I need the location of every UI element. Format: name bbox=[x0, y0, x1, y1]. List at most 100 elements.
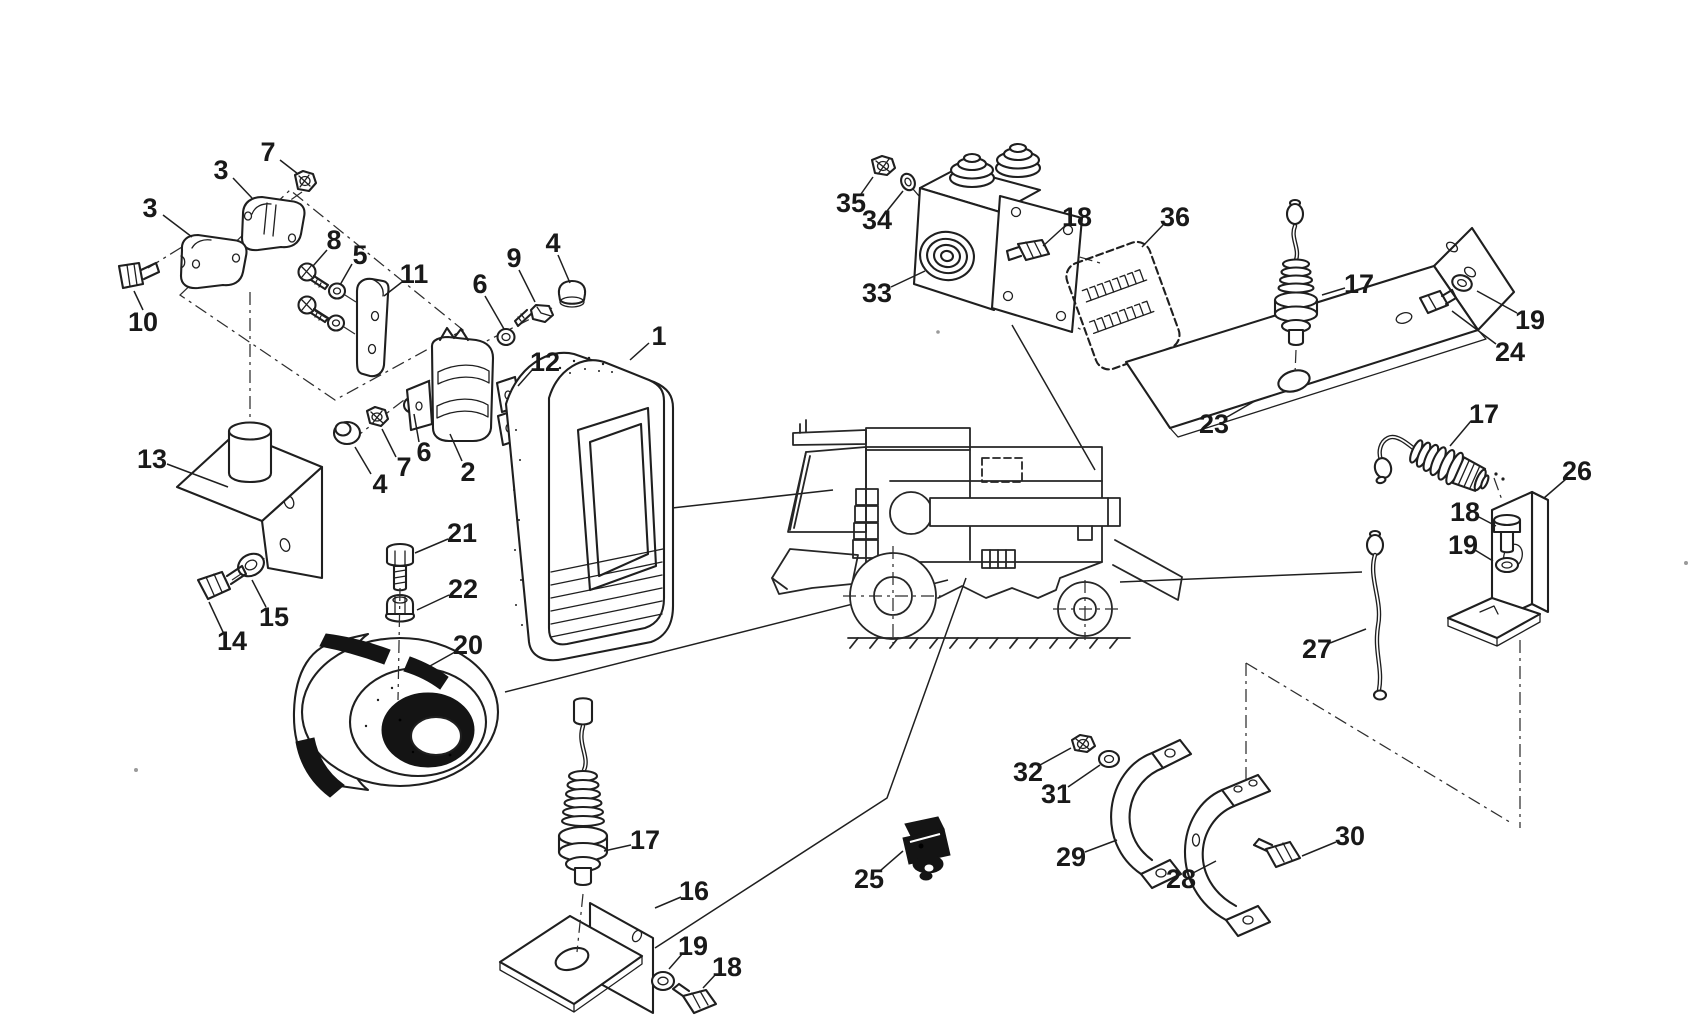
callout-6: 6 bbox=[472, 269, 505, 330]
callout-number: 22 bbox=[448, 574, 478, 604]
callout-number: 10 bbox=[128, 307, 158, 337]
part-17-sensor-bottom bbox=[557, 697, 609, 887]
callout-20: 20 bbox=[429, 630, 483, 667]
part-4-7-6-fastener-chain bbox=[332, 396, 422, 446]
callout-18: 18 bbox=[1042, 202, 1092, 247]
callout-leader bbox=[1042, 224, 1067, 247]
callout-number: 4 bbox=[545, 228, 560, 258]
part-33-junction-box bbox=[912, 142, 1084, 334]
callout-36: 36 bbox=[1141, 202, 1190, 248]
callout-33: 33 bbox=[862, 270, 926, 308]
callout-4: 4 bbox=[545, 228, 571, 284]
callout-number: 20 bbox=[453, 630, 483, 660]
part-9-bolt bbox=[513, 303, 555, 328]
callout-number: 15 bbox=[259, 602, 289, 632]
callout-number: 14 bbox=[217, 626, 247, 656]
callout-leader bbox=[890, 270, 926, 288]
callout-number: 7 bbox=[396, 452, 411, 482]
callout-17: 17 bbox=[603, 825, 660, 855]
callout-number: 34 bbox=[862, 205, 892, 235]
callout-leader bbox=[702, 973, 717, 989]
part-28-clamp bbox=[1183, 773, 1272, 938]
callout-leader bbox=[1226, 400, 1256, 418]
callout-leader bbox=[886, 190, 904, 212]
part-34-grommet bbox=[900, 172, 920, 197]
callout-number: 27 bbox=[1302, 634, 1332, 664]
callout-leader bbox=[1449, 420, 1472, 447]
callout-leader bbox=[381, 428, 397, 458]
callout-35: 35 bbox=[836, 176, 874, 218]
callout-leader bbox=[1039, 747, 1072, 766]
callout-number: 21 bbox=[447, 518, 477, 548]
part-27-cable bbox=[1365, 529, 1388, 701]
callout-leader bbox=[1067, 764, 1101, 788]
callout-6: 6 bbox=[413, 413, 432, 467]
callout-number: 23 bbox=[1199, 409, 1229, 439]
part-17-sensor-right bbox=[1373, 434, 1505, 492]
part-6-washer-upper bbox=[496, 327, 516, 347]
callout-leader bbox=[232, 177, 253, 199]
part-5-washers bbox=[326, 282, 347, 332]
callout-18: 18 bbox=[702, 952, 742, 989]
part-17-sensor-top bbox=[1273, 198, 1319, 347]
callout-32: 32 bbox=[1013, 747, 1072, 787]
callout-7: 7 bbox=[381, 428, 412, 482]
callout-4: 4 bbox=[354, 446, 388, 499]
callout-34: 34 bbox=[862, 190, 904, 235]
combine-harvester-reference bbox=[771, 419, 1183, 649]
callout-number: 17 bbox=[1344, 269, 1374, 299]
callout-leader bbox=[668, 952, 684, 970]
callout-number: 17 bbox=[630, 825, 660, 855]
scan-specks bbox=[134, 330, 1688, 772]
part-25-switch bbox=[902, 816, 951, 881]
callout-number: 18 bbox=[712, 952, 742, 982]
callout-25: 25 bbox=[854, 850, 904, 894]
part-24-bolt bbox=[1418, 288, 1458, 315]
callout-leader bbox=[1476, 515, 1497, 527]
callout-number: 19 bbox=[678, 931, 708, 961]
callout-1: 1 bbox=[629, 321, 667, 361]
callout-number: 11 bbox=[400, 259, 429, 289]
callout-22: 22 bbox=[416, 574, 478, 611]
callout-number: 28 bbox=[1166, 864, 1196, 894]
callout-leader bbox=[879, 850, 904, 872]
callout-18: 18 bbox=[1450, 497, 1497, 527]
part-10-bolt bbox=[117, 261, 161, 290]
callout-24: 24 bbox=[1451, 310, 1525, 367]
callout-21: 21 bbox=[414, 518, 477, 554]
callout-leader bbox=[1141, 224, 1164, 248]
callout-number: 36 bbox=[1160, 202, 1190, 232]
part-35-nut bbox=[870, 154, 897, 177]
callout-leader bbox=[654, 896, 682, 909]
callout-13: 13 bbox=[137, 444, 229, 488]
part-18-bolt-top bbox=[1005, 238, 1051, 262]
callout-number: 19 bbox=[1515, 305, 1545, 335]
callout-number: 8 bbox=[326, 225, 341, 255]
callout-leader bbox=[354, 446, 372, 475]
callout-17: 17 bbox=[1449, 399, 1499, 447]
callout-number: 6 bbox=[416, 437, 431, 467]
part-11-curved-plate bbox=[355, 277, 390, 378]
callout-number: 3 bbox=[213, 155, 228, 185]
callout-number: 1 bbox=[651, 321, 666, 351]
callout-leader bbox=[1543, 478, 1567, 499]
callout-leader bbox=[1451, 310, 1497, 345]
callout-leader bbox=[1476, 290, 1518, 314]
callout-3: 3 bbox=[142, 193, 193, 238]
part-8-screws bbox=[297, 262, 330, 324]
callout-leader bbox=[1301, 841, 1337, 857]
callout-leader bbox=[383, 281, 403, 297]
callout-number: 6 bbox=[472, 269, 487, 299]
callout-leader bbox=[208, 601, 224, 633]
callout-number: 4 bbox=[372, 469, 387, 499]
box-grommets bbox=[919, 142, 1042, 282]
part-20-rotor-pulley bbox=[292, 632, 500, 798]
part-4-knob-top bbox=[557, 279, 587, 308]
part-32-nut bbox=[1070, 733, 1097, 754]
part-18-bolt-bottom bbox=[671, 982, 718, 1015]
callout-leader bbox=[414, 538, 449, 554]
callout-19: 19 bbox=[668, 931, 708, 970]
